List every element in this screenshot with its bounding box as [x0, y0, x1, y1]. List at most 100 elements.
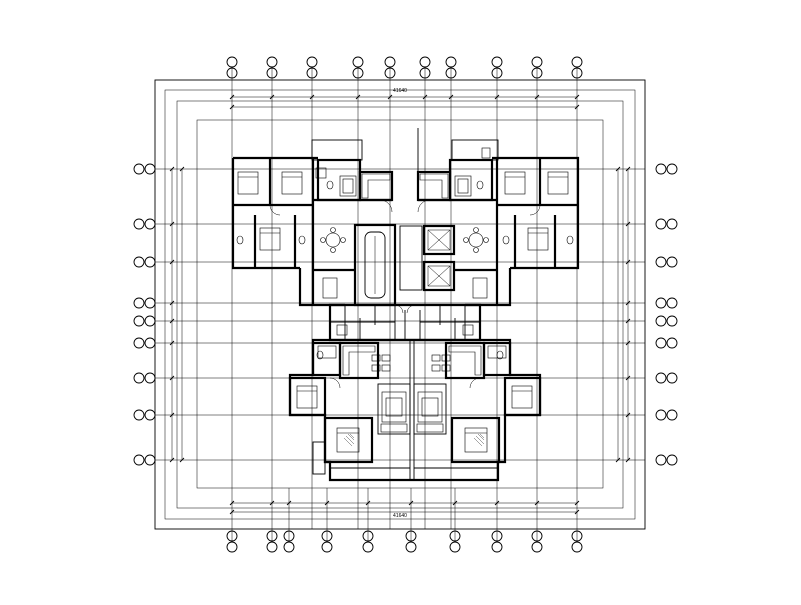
dimension-tick [574, 509, 580, 515]
dimension-tick [169, 412, 175, 418]
axis-bubble [491, 67, 503, 79]
axis-bubble [133, 409, 145, 421]
axis-bubble [531, 541, 543, 553]
building-walls [231, 128, 580, 482]
dimension-tick [355, 94, 361, 100]
axis-bubble [144, 337, 156, 349]
dimension-tick [269, 94, 275, 100]
dimension-tick [448, 94, 454, 100]
dimension-tick [169, 166, 175, 172]
axis-bubble [666, 372, 678, 384]
dimension-chains [169, 94, 631, 515]
axis-bubble [655, 454, 667, 466]
bedroom-west-lower-left [288, 376, 327, 417]
dimension-tick [387, 94, 393, 100]
axis-bubble [655, 315, 667, 327]
axis-bubble [266, 530, 278, 542]
axis-bubble [321, 541, 333, 553]
dimension-tick [494, 500, 500, 506]
axis-bubble [571, 541, 583, 553]
axis-bubble [133, 372, 145, 384]
upper-right-unit-walls [492, 156, 580, 270]
axis-bubble [266, 56, 278, 68]
axis-bubble [133, 337, 145, 349]
upper-left-unit-walls [231, 156, 318, 270]
dimension-tick [229, 500, 235, 506]
dimension-tick [229, 94, 235, 100]
axis-bubble [144, 256, 156, 268]
dimension-tick [625, 166, 631, 172]
kitchen-top-right [416, 170, 452, 202]
dimension-tick [269, 500, 275, 506]
axis-bubble [384, 56, 396, 68]
dimension-tick [625, 318, 631, 324]
axis-bubble [655, 337, 667, 349]
dimension-tick [422, 94, 428, 100]
dimension-tick [494, 94, 500, 100]
living-lower-right [413, 383, 447, 435]
axis-bubble [571, 530, 583, 542]
kitchen-top-left [358, 170, 394, 202]
axis-bubble [666, 409, 678, 421]
middle-band-partitions [330, 305, 480, 340]
central-hall-walls [298, 198, 512, 307]
axis-bubble [133, 297, 145, 309]
axis-bubble [655, 163, 667, 175]
axis-bubble [449, 541, 461, 553]
frame-inner [196, 119, 604, 489]
axis-bubble [666, 163, 678, 175]
axis-bubble [144, 315, 156, 327]
axis-bubble [655, 372, 667, 384]
stair-flight [364, 231, 386, 299]
sofa-icon [380, 391, 444, 433]
balcony-top-right [451, 139, 499, 161]
toilet-icon [236, 180, 574, 360]
axis-bubble [405, 541, 417, 553]
dimension-tick [615, 457, 621, 463]
frame-third [176, 100, 624, 509]
party-wall [409, 340, 415, 480]
dimension-tick [625, 375, 631, 381]
dimension-tick [169, 259, 175, 265]
dimension-tick [229, 509, 235, 515]
axis-bubble [655, 256, 667, 268]
dimension-tick [365, 500, 371, 506]
axis-bubble [384, 67, 396, 79]
axis-bubble [655, 218, 667, 230]
dimension-tick [574, 104, 580, 110]
axis-bubble [405, 530, 417, 542]
axis-bubble [362, 530, 374, 542]
bed-icon [237, 171, 569, 251]
axis-bubble [449, 530, 461, 542]
axis-bubble [226, 56, 238, 68]
axis-bubble [531, 56, 543, 68]
axis-bubble [445, 56, 457, 68]
elevator-2 [422, 260, 456, 292]
axis-bubble [419, 56, 431, 68]
dimension-tick [229, 104, 235, 110]
dimension-tick [615, 166, 621, 172]
dimension-tick [286, 500, 292, 506]
dimension-tick [179, 166, 185, 172]
dimension-tick [574, 500, 580, 506]
dimension-tick [169, 340, 175, 346]
bedroom-south-lower-left [323, 416, 374, 464]
kitchen-lower-right [444, 341, 486, 380]
elevator-lobby [399, 225, 423, 291]
utility-lower-left [312, 441, 326, 475]
axis-bubble [133, 163, 145, 175]
axis-bubble [491, 541, 503, 553]
lower-units-outline [288, 338, 542, 482]
dimension-tick [534, 94, 540, 100]
axis-bubble [283, 530, 295, 542]
kitchen-lower-left [338, 341, 380, 380]
bedroom-east-lower-right [503, 376, 542, 417]
axis-bubble [655, 409, 667, 421]
frame-second [164, 89, 636, 520]
dimension-tick [625, 300, 631, 306]
dimension-tick [408, 500, 414, 506]
axis-bubble [655, 297, 667, 309]
axis-bubble [144, 218, 156, 230]
axis-bubble [362, 541, 374, 553]
axis-bubble [144, 297, 156, 309]
